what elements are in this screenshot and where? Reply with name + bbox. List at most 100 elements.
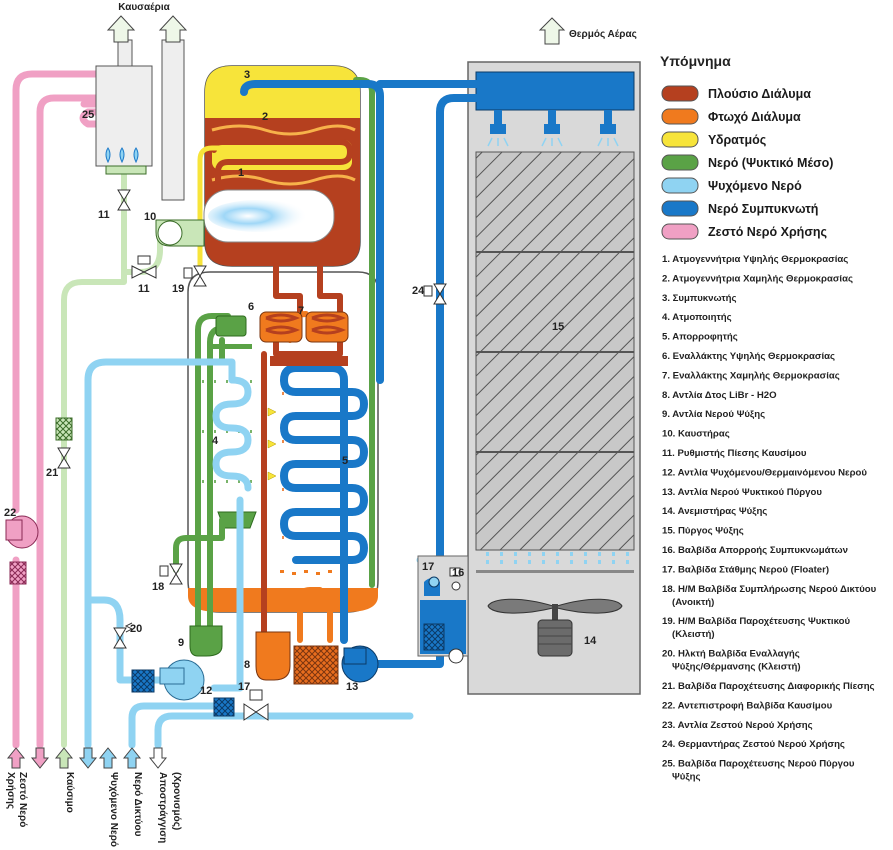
component-item: 24. Θερμαντήρας Ζεστού Νερού Χρήσης xyxy=(662,739,845,750)
hot-water-label-1: Ζεστό Νερό xyxy=(17,772,28,827)
tower-pump-icon xyxy=(341,645,379,683)
component-item: 19. Η/Μ Βαλβίδα Παροχέτευσης Ψυκτικού xyxy=(662,616,850,627)
component-item: 6. Εναλλάκτης Υψηλής Θερμοκρασίας xyxy=(662,351,835,362)
tower-basin xyxy=(417,555,469,664)
fuel-check-valve-icon xyxy=(55,417,73,469)
solution-pump-icon xyxy=(255,631,339,685)
legend-label: Ζεστό Νερό Χρήσης xyxy=(708,225,827,239)
arrow-up-icon xyxy=(54,747,74,769)
legend-swatch xyxy=(661,85,699,102)
component-item: 7. Εναλλάκτης Χαμηλής Θερμοκρασίας xyxy=(662,370,840,381)
bottom-arrows xyxy=(6,747,168,769)
makeup-valve-icon xyxy=(213,689,269,721)
component-markers: 3 2 1 10 11 11 19 25 6 7 4 5 21 22 18 20… xyxy=(4,69,597,697)
valve-11b-icon xyxy=(131,255,157,279)
component-item: 13. Αντλία Νερού Ψυκτικού Πύργου xyxy=(662,487,822,498)
cooling-tower xyxy=(467,61,641,695)
marker-15: 15 xyxy=(552,321,564,333)
valve-25-icon xyxy=(423,283,447,305)
arrow-down-icon xyxy=(30,747,50,769)
burner-fan-icon xyxy=(155,219,205,247)
component-item: 18. Η/Μ Βαλβίδα Συμπλήρωσης Νερού Δικτύο… xyxy=(662,584,877,595)
hot-water-pump-icon xyxy=(5,515,39,585)
legend-label: Υδρατμός xyxy=(708,133,766,147)
component-item: 25. Βαλβίδα Παροχέτευσης Νερού Πύργου xyxy=(662,759,855,770)
valve-icons xyxy=(113,189,447,649)
component-item: 17. Βαλβίδα Στάθμης Νερού (Floater) xyxy=(662,564,829,575)
arrow-down-icon xyxy=(148,747,168,769)
marker-16: 16 xyxy=(452,567,464,579)
marker-13: 13 xyxy=(346,681,358,693)
component-item: 21. Βαλβίδα Παροχέτευσης Διαφορικής Πίεσ… xyxy=(662,681,875,692)
valve-20-icon xyxy=(183,265,207,287)
drain-label-1: Αποστράγγιση xyxy=(157,772,168,843)
legend-swatch xyxy=(661,154,699,171)
component-item: 10. Καυστήρας xyxy=(662,429,730,440)
marker-5: 5 xyxy=(342,455,348,467)
vapor-pipes xyxy=(197,77,247,271)
component-item: 9. Αντλία Νερού Ψύξης xyxy=(662,409,765,420)
fuel-label: Καύσιμο xyxy=(64,772,75,813)
legend-swatch xyxy=(661,177,699,194)
marker-11: 11 xyxy=(98,209,110,221)
exhaust-arrow-icon-2 xyxy=(106,15,136,43)
marker-12: 12 xyxy=(200,685,212,697)
marker-21: 20 xyxy=(130,623,142,635)
hot-air-label: Θερμός Αέρας xyxy=(569,29,637,40)
component-item-line2: (Κλειστή) xyxy=(672,629,715,640)
marker-14: 14 xyxy=(584,635,597,647)
chilled-water-label: Ψυχόμενο Νερό xyxy=(108,772,119,847)
hot-air-arrow-icon xyxy=(538,17,566,45)
marker-25: 24 xyxy=(412,285,425,297)
marker-23: 22 xyxy=(4,507,16,519)
component-item: 11. Ρυθμιστής Πίεσης Καυσίμου xyxy=(662,448,807,459)
cooling-fan-icon xyxy=(487,598,623,657)
component-item: 3. Συμπυκνωτής xyxy=(662,293,736,304)
component-item: 12. Αντλία Ψυχόμενου/Θερμαινόμενου Νερού xyxy=(662,467,867,478)
marker-2: 2 xyxy=(262,111,268,123)
component-item: 1. Ατμογεννήτρια Υψηλής Θερμοκρασίας xyxy=(662,254,848,265)
legend-label: Νερό (Ψυκτικό Μέσο) xyxy=(708,156,833,170)
valve-11-icon xyxy=(117,189,131,211)
legend-swatch xyxy=(661,108,699,125)
component-item: 14. Ανεμιστήρας Ψύξης xyxy=(662,506,767,517)
marker-4: 4 xyxy=(212,435,219,447)
arrow-down-icon xyxy=(78,747,98,769)
arrow-up-icon xyxy=(98,747,118,769)
valve-19-icon xyxy=(159,563,183,585)
bottom-labels: Ζεστό Νερό Χρήσης Καύσιμο Ψυχόμενο Νερό … xyxy=(5,772,182,847)
marker-18: 17 xyxy=(238,681,250,693)
legend-title: Υπόμνημα xyxy=(660,53,731,69)
marker-6: 6 xyxy=(248,301,254,313)
marker-24: 25 xyxy=(82,109,94,121)
hot-water-label-2: Χρήσης xyxy=(5,772,16,809)
hot-water-pipes xyxy=(12,70,137,749)
marker-1: 1 xyxy=(238,167,244,179)
mains-water-label: Νερό Δικτύου xyxy=(132,772,143,837)
component-item: 22. Αντεπιστροφή Βαλβίδα Καυσίμου xyxy=(662,700,833,711)
marker-3: 3 xyxy=(244,69,250,81)
legend-label: Πλούσιο Διάλυμα xyxy=(708,87,811,101)
chilled-water-pump-icon xyxy=(131,659,205,701)
legend-swatch xyxy=(661,223,699,240)
refrigerant-distributor xyxy=(212,315,252,349)
arrow-up-icon xyxy=(6,747,26,769)
legend-swatch xyxy=(661,131,699,148)
marker-9: 9 xyxy=(178,637,184,649)
marker-8: 8 xyxy=(244,659,250,671)
marker-7: 7 xyxy=(298,305,304,317)
refrigerant-pump-icon xyxy=(189,625,223,657)
arrow-up-icon xyxy=(122,747,142,769)
component-item: 5. Απορροφητής xyxy=(662,332,738,343)
drain-label-2: (Χρονισμός) xyxy=(171,772,182,830)
chiller-vessel xyxy=(187,65,379,613)
marker-19: 18 xyxy=(152,581,164,593)
component-item-line2: Ψύξης/Θέρμανσης (Κλειστή) xyxy=(672,662,801,673)
marker-20: 19 xyxy=(172,283,184,295)
component-item: 20. Ηλκτή Βαλβίδα Εναλλαγής xyxy=(662,649,800,660)
marker-10: 10 xyxy=(144,211,156,223)
component-item-line2: Ψύξης xyxy=(672,772,700,783)
